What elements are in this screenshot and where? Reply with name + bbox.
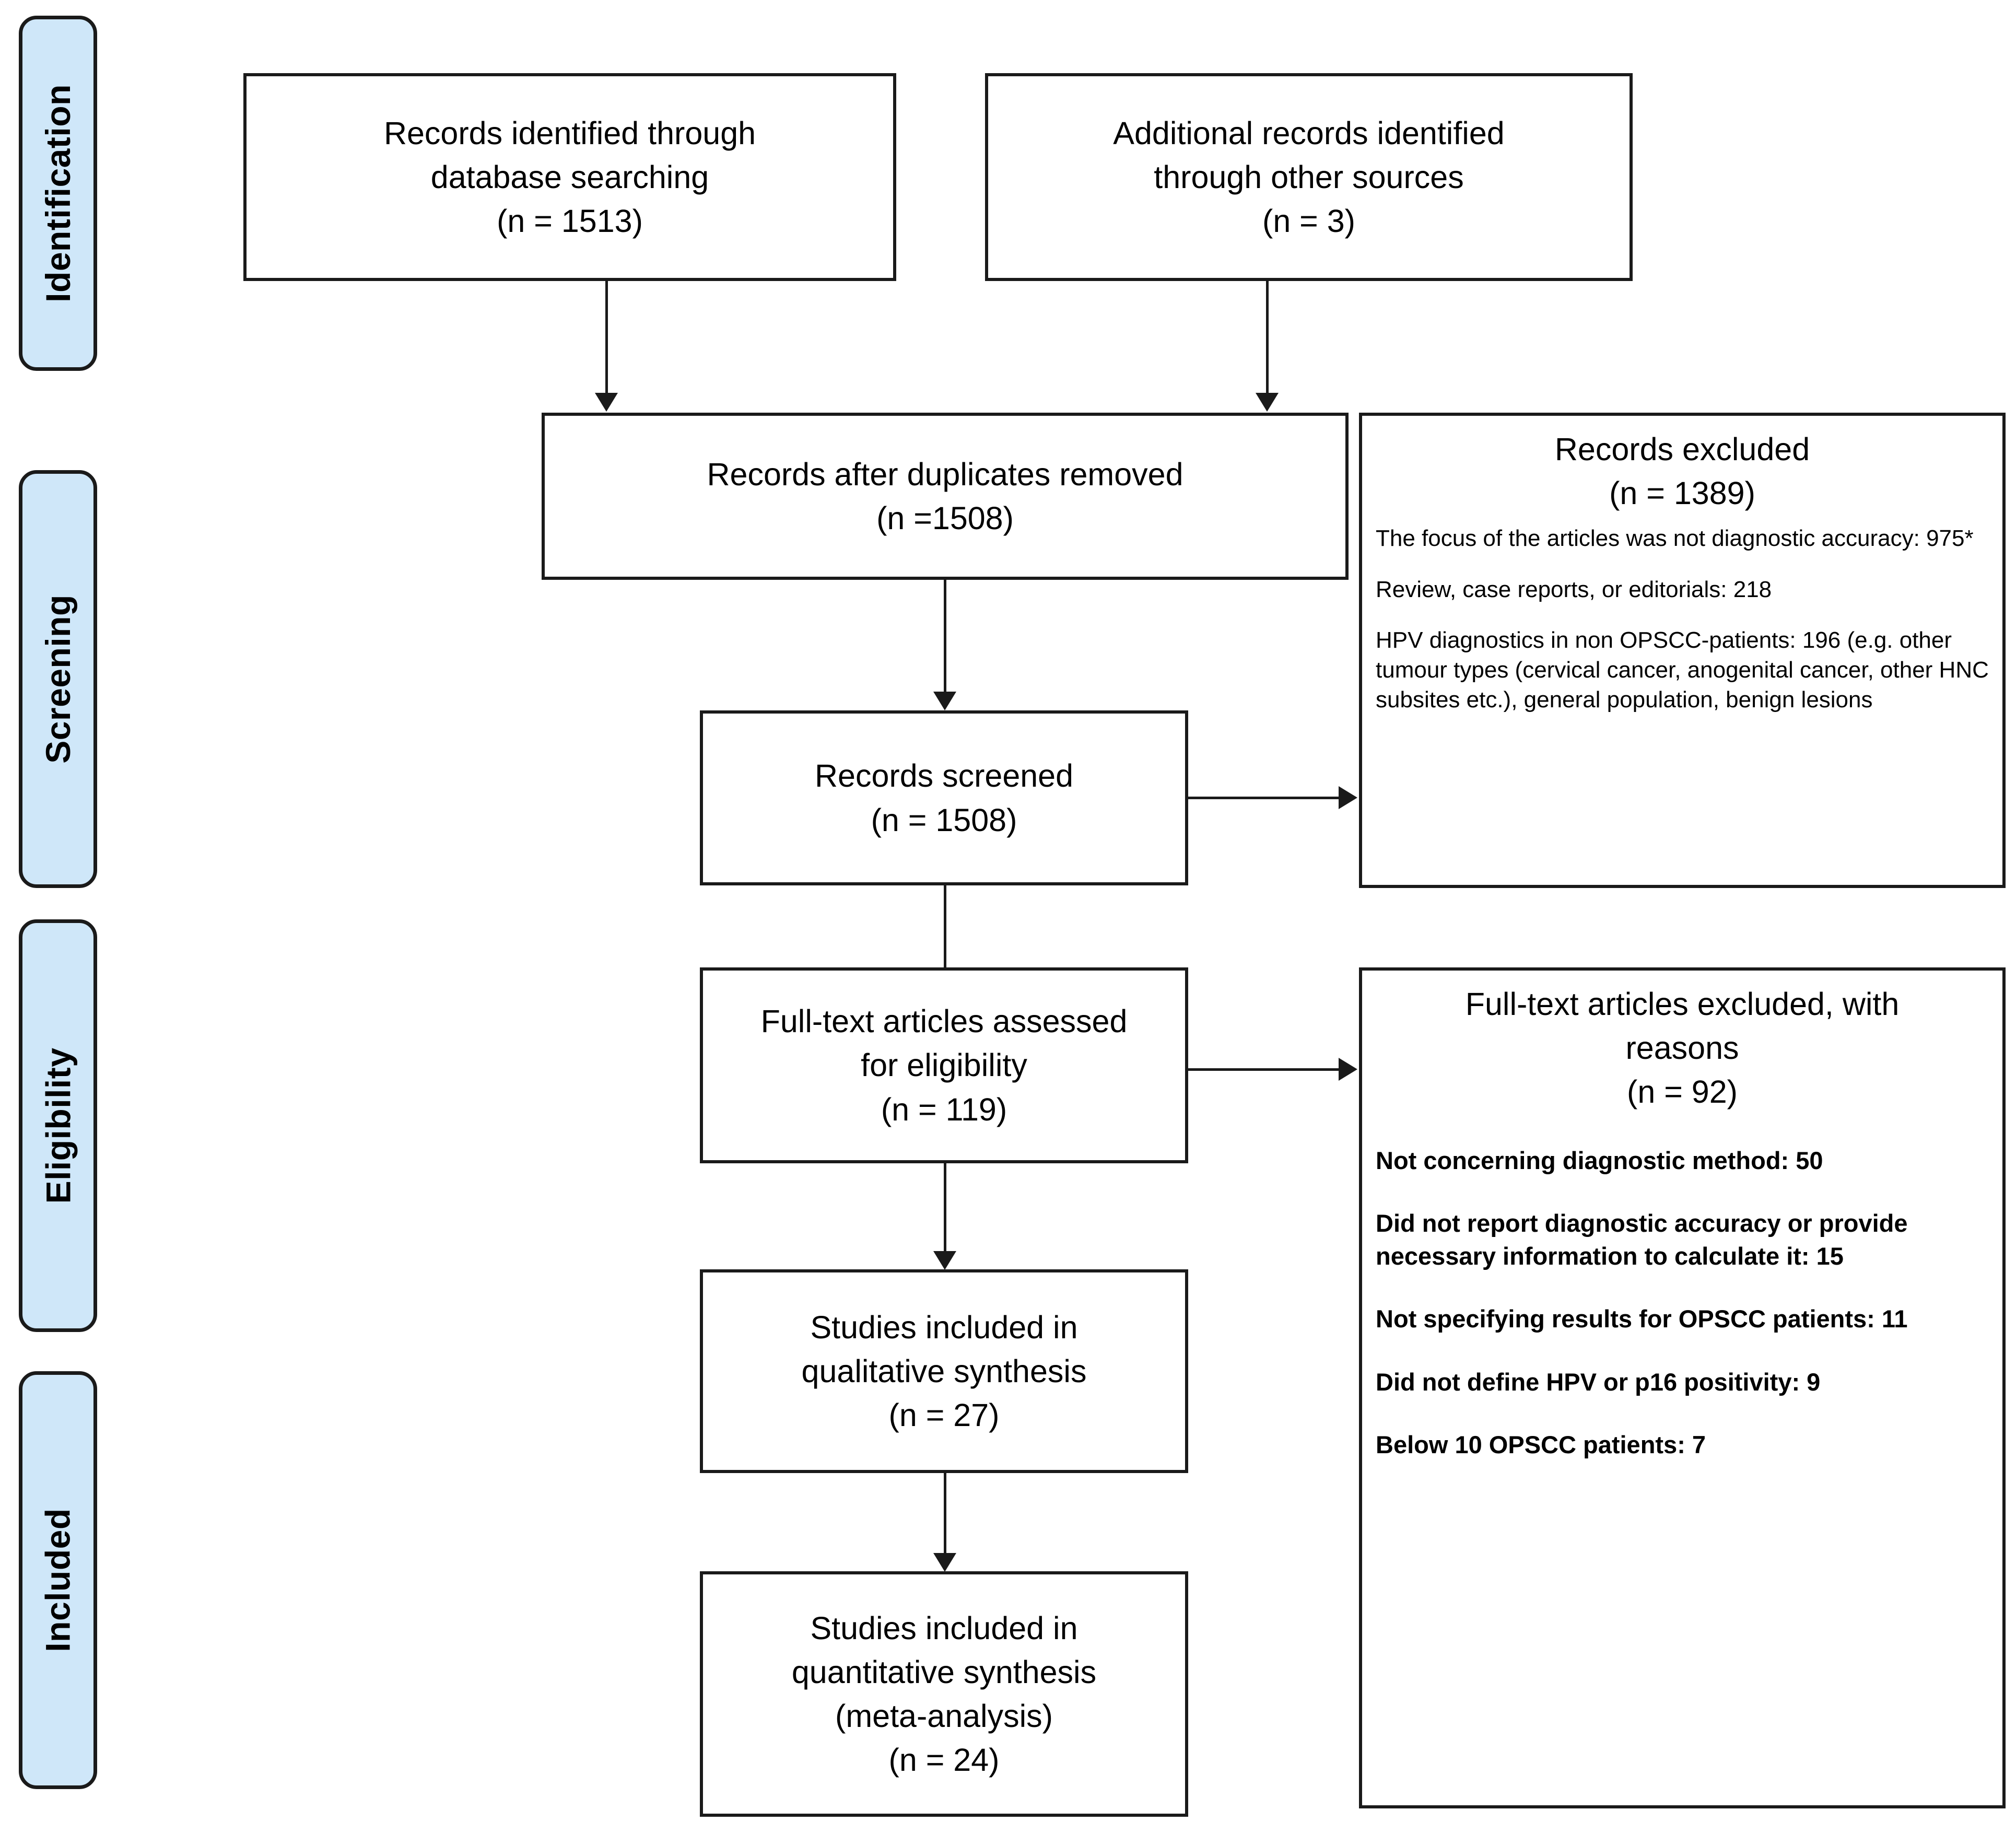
fulltext-excluded-title: Full-text articles excluded, with: [1465, 986, 1900, 1022]
arrow-duplicates-to-screened: [933, 692, 956, 710]
connector-screened-to-excluded: [1188, 797, 1340, 799]
records-excluded-reason: HPV diagnostics in non OPSCC-patients: 1…: [1376, 627, 1989, 713]
box-line: (n =1508): [876, 500, 1014, 536]
stage-tab-identification: Identification: [19, 16, 97, 371]
box-line: Full-text articles assessed: [760, 1003, 1128, 1040]
box-line: (n = 27): [888, 1397, 1000, 1433]
arrow-fulltext-to-qualitative: [933, 1251, 956, 1270]
stage-tab-screening: Screening: [19, 470, 97, 888]
box-line: Records after duplicates removed: [707, 456, 1183, 492]
records-excluded-title: Records excluded: [1554, 431, 1810, 467]
arrow-fulltext-to-excluded: [1339, 1058, 1357, 1081]
fulltext-excluded-count: (n = 92): [1627, 1074, 1738, 1110]
records-excluded-reason: The focus of the articles was not diagno…: [1376, 525, 1974, 552]
connector-screened-to-fulltext: [944, 885, 946, 985]
box-line: (n = 1508): [871, 802, 1017, 838]
fulltext-excluded-reason: Not specifying results for OPSCC patient…: [1376, 1305, 1908, 1333]
fulltext-excluded-reason: Did not report diagnostic accuracy or pr…: [1376, 1209, 1908, 1270]
arrow-database-to-duplicates: [595, 393, 618, 412]
records-excluded-reason: Review, case reports, or editorials: 218: [1376, 576, 1772, 602]
box-line: (n = 119): [881, 1091, 1007, 1127]
box-line: Studies included in: [810, 1309, 1078, 1345]
records-excluded-reason-list: The focus of the articles was not diagno…: [1376, 523, 1989, 735]
connector-qualitative-to-quantitative: [944, 1473, 946, 1557]
box-records-identified-database: Records identified through database sear…: [243, 73, 896, 281]
arrow-other-sources-to-duplicates: [1256, 393, 1279, 412]
fulltext-excluded-reason: Below 10 OPSCC patients: 7: [1376, 1431, 1706, 1459]
box-studies-quantitative-synthesis: Studies included in quantitative synthes…: [700, 1571, 1188, 1817]
box-additional-records-other-sources: Additional records identified through ot…: [985, 73, 1633, 281]
box-line: (meta-analysis): [835, 1698, 1053, 1734]
connector-fulltext-to-excluded: [1188, 1068, 1340, 1071]
records-excluded-count: (n = 1389): [1609, 475, 1755, 511]
fulltext-excluded-reason-list: Not concerning diagnostic method: 50 Did…: [1376, 1144, 1989, 1492]
box-studies-qualitative-synthesis: Studies included in qualitative synthesi…: [700, 1269, 1188, 1473]
stage-tab-included: Included: [19, 1371, 97, 1789]
box-line: (n = 3): [1262, 203, 1355, 239]
box-line: for eligibility: [861, 1047, 1027, 1083]
box-line: Records screened: [814, 758, 1074, 794]
box-line: qualitative synthesis: [801, 1353, 1087, 1389]
connector-other-sources-to-duplicates: [1266, 281, 1269, 396]
box-records-after-duplicates-removed: Records after duplicates removed (n =150…: [542, 413, 1349, 580]
box-fulltext-articles-excluded: Full-text articles excluded, with reason…: [1359, 967, 2006, 1808]
stage-label-eligibility: Eligibility: [39, 1047, 78, 1204]
arrow-qualitative-to-quantitative: [933, 1553, 956, 1572]
fulltext-excluded-title: reasons: [1625, 1030, 1739, 1066]
connector-duplicates-to-screened: [944, 580, 946, 695]
box-line: (n = 1513): [497, 203, 643, 239]
box-line: through other sources: [1154, 159, 1464, 195]
box-line: database searching: [430, 159, 709, 195]
box-records-screened: Records screened (n = 1508): [700, 710, 1188, 885]
stage-tab-eligibility: Eligibility: [19, 919, 97, 1332]
box-line: Records identified through: [383, 115, 756, 151]
connector-database-to-duplicates: [605, 281, 608, 396]
box-line: (n = 24): [888, 1742, 1000, 1778]
box-line: quantitative synthesis: [791, 1654, 1097, 1690]
box-line: Additional records identified: [1113, 115, 1505, 151]
fulltext-excluded-reason: Not concerning diagnostic method: 50: [1376, 1146, 1823, 1174]
box-line: Studies included in: [810, 1610, 1078, 1646]
connector-fulltext-to-qualitative: [944, 1163, 946, 1255]
box-records-excluded: Records excluded (n = 1389) The focus of…: [1359, 413, 2006, 888]
stage-label-screening: Screening: [39, 594, 78, 764]
fulltext-excluded-reason: Did not define HPV or p16 positivity: 9: [1376, 1368, 1821, 1396]
stage-label-included: Included: [39, 1508, 78, 1652]
arrow-screened-to-excluded: [1339, 786, 1357, 809]
stage-label-identification: Identification: [39, 84, 78, 302]
box-fulltext-articles-assessed: Full-text articles assessed for eligibil…: [700, 967, 1188, 1163]
